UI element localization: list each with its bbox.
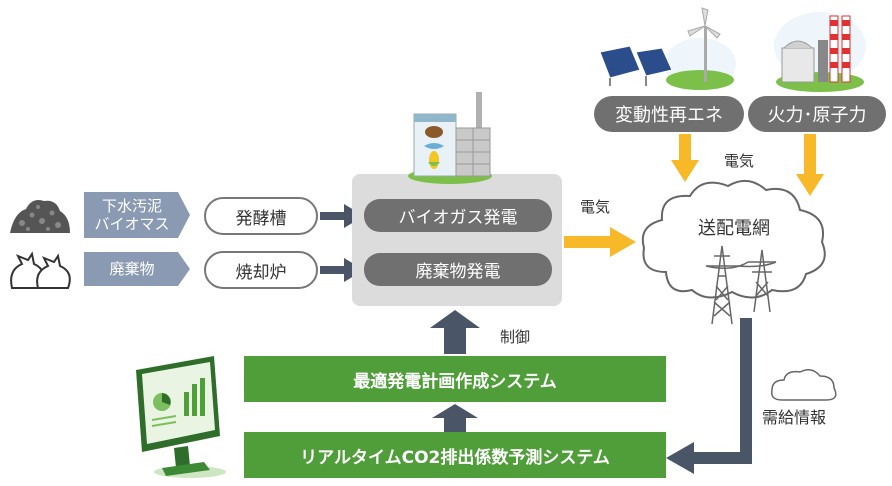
optimal-plan-system-bar: 最適発電計画作成システム xyxy=(244,356,666,402)
control-label: 制御 xyxy=(500,328,531,346)
realtime-co2-system-bar: リアルタイムCO2排出係数予測システム xyxy=(244,432,666,478)
realtime-co2-system-label: リアルタイムCO2排出係数予測システム xyxy=(300,447,610,468)
optimal-plan-system-label: 最適発電計画作成システム xyxy=(353,371,557,392)
biogas-power-pill: バイオガス発電 xyxy=(364,199,552,232)
waste-power-pill: 廃棄物発電 xyxy=(364,253,552,286)
electricity-label-right: 電気 xyxy=(724,152,755,170)
solar-wind-icon xyxy=(599,7,736,90)
incinerator-box: 焼却炉 xyxy=(204,251,318,289)
thermal-nuclear-pill: 火力･原子力 xyxy=(748,96,886,132)
arrow-realtime-to-plan xyxy=(432,404,478,432)
small-cloud-icon xyxy=(770,369,837,401)
fermenter-label: 発酵槽 xyxy=(235,208,287,229)
arrow-plant-to-grid xyxy=(564,227,636,257)
waste-tag: 廃棄物 xyxy=(84,252,190,286)
biogas-power-label: バイオガス発電 xyxy=(398,208,518,228)
waste-power-label: 廃棄物発電 xyxy=(415,262,501,282)
arrow-plan-to-plant xyxy=(430,310,480,354)
garbage-bags-icon xyxy=(10,251,71,289)
waste-label: 廃棄物 xyxy=(109,260,155,278)
sewage-biomass-label: 下水汚泥 バイオマス xyxy=(94,197,170,233)
monitor-dashboard-icon xyxy=(136,356,226,478)
arrow-renewables-to-grid xyxy=(671,134,699,182)
grid-cloud xyxy=(641,179,826,299)
incinerator-label: 焼却炉 xyxy=(235,262,287,283)
grid-label: 送配電網 xyxy=(698,218,770,239)
variable-renewables-pill: 変動性再エネ xyxy=(594,96,744,132)
variable-renewables-label: 変動性再エネ xyxy=(615,105,723,126)
arrow-thermal-to-grid xyxy=(796,134,824,196)
sludge-pile-icon xyxy=(10,200,70,233)
sewage-biomass-tag: 下水汚泥 バイオマス xyxy=(84,192,190,238)
fermenter-box: 発酵槽 xyxy=(204,197,318,235)
supply-info-label: 需給情報 xyxy=(762,408,827,427)
electricity-label-left: 電気 xyxy=(580,198,611,216)
power-plant-panel xyxy=(352,174,562,306)
thermal-nuclear-label: 火力･原子力 xyxy=(767,105,867,126)
transmission-tower-icon xyxy=(705,245,777,325)
power-plant-building-icon xyxy=(408,92,492,184)
arrow-grid-to-realtime xyxy=(666,318,752,474)
thermal-nuclear-plant-icon xyxy=(774,12,866,92)
